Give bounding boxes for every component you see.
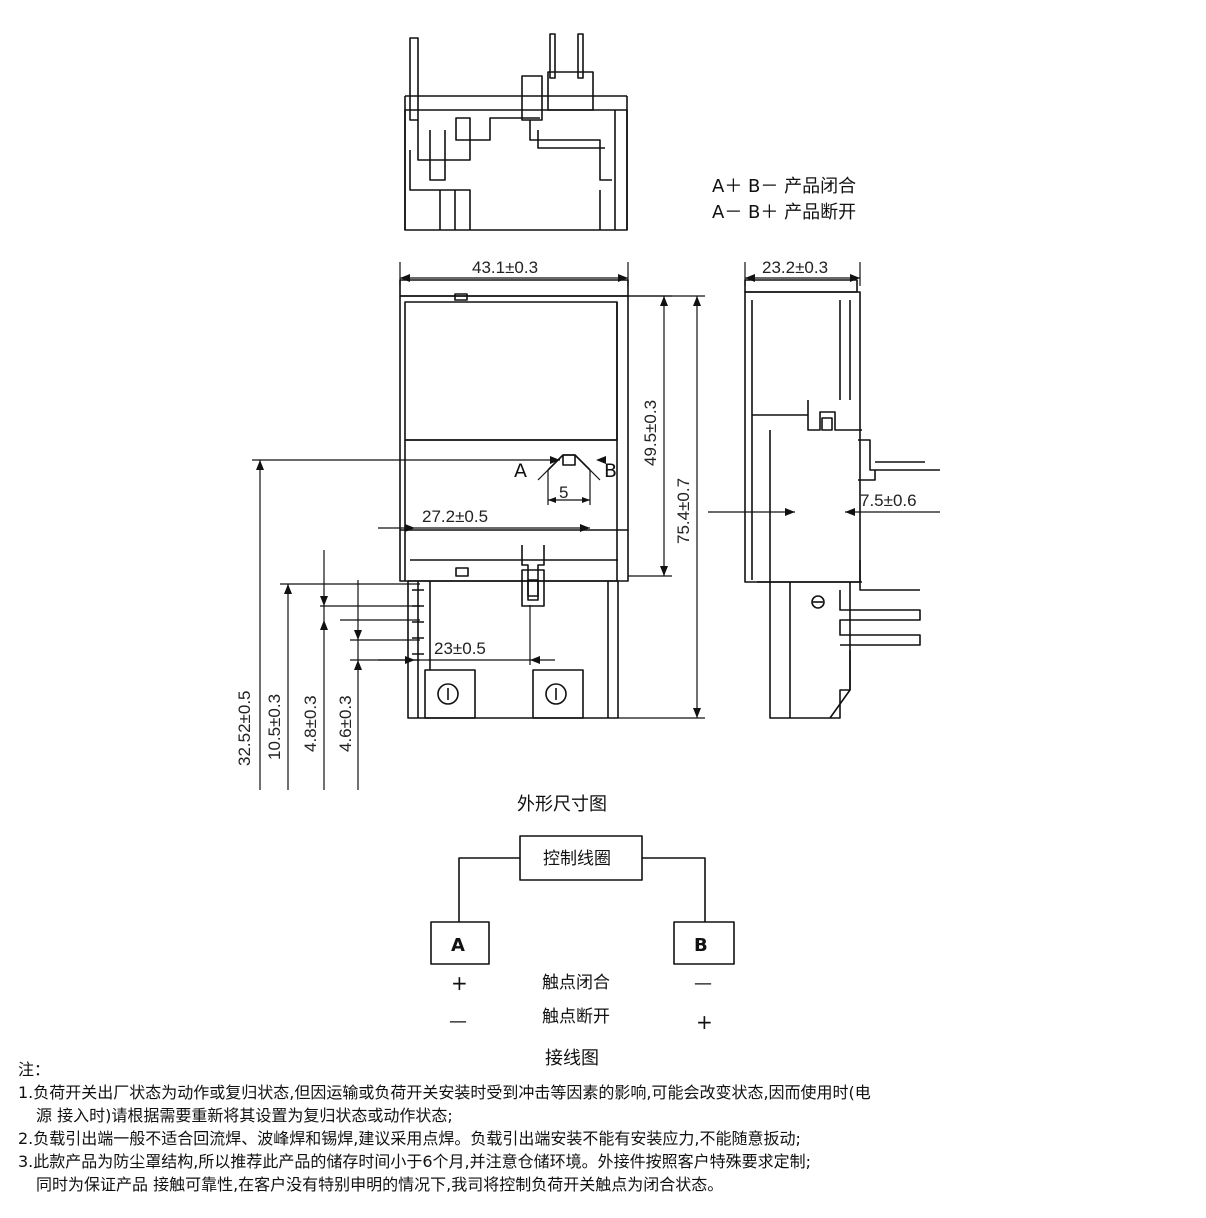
note-3-line-2: 同时为保证产品 接触可靠性,在客户没有特别申明的情况下,我司将控制负荷开关触点为…	[36, 1175, 724, 1194]
terminal-mark-b: B	[604, 460, 617, 482]
note-3-line-1: 3.此款产品为防尘罩结构,所以推荐此产品的储存时间小于6个月,并注意仓储环境。外…	[18, 1152, 812, 1171]
terminal-mark-a: A	[514, 460, 527, 482]
top-view	[404, 33, 628, 231]
dim-pin-offset-side: 7.5±0.6	[860, 491, 917, 510]
dim-height-body: 49.5±0.3	[641, 400, 660, 466]
dim-width-front: 43.1±0.3	[472, 258, 538, 277]
terminal-a-label: A	[451, 935, 465, 956]
a-closed-sign: +	[451, 971, 468, 995]
front-view	[399, 279, 629, 719]
coil-label: 控制线圈	[543, 849, 611, 869]
legend-line-2: A－ B＋ 产品断开	[712, 202, 856, 223]
open-label: 触点断开	[542, 1007, 610, 1027]
dim-width-side: 23.2±0.3	[762, 258, 828, 277]
wire-b	[642, 857, 706, 922]
terminal-a-box	[430, 921, 490, 965]
figure-caption: 外形尺寸图	[517, 794, 607, 815]
wiring-caption: 接线图	[545, 1048, 599, 1069]
notes-title: 注：	[18, 1060, 51, 1079]
b-open-sign: +	[696, 1010, 713, 1034]
side-view	[744, 279, 940, 719]
dimension-arrows	[256, 274, 860, 718]
dim-v3: 4.8±0.3	[301, 695, 320, 752]
dim-terminal-gap: 5	[559, 483, 568, 502]
closed-label: 触点闭合	[542, 973, 610, 993]
dim-height-total: 75.4±0.7	[674, 478, 693, 544]
dim-v2: 10.5±0.3	[265, 694, 284, 760]
wire-a	[458, 857, 520, 922]
dim-v1: 32.52±0.5	[235, 690, 254, 766]
a-open-sign: —	[449, 1011, 467, 1032]
terminal-b-box	[673, 921, 735, 965]
wiring-diagram	[430, 835, 735, 965]
b-closed-sign: —	[694, 973, 712, 994]
note-2: 2.负载引出端一般不适合回流焊、波峰焊和锡焊,建议采用点焊。负载引出端安装不能有…	[18, 1129, 801, 1148]
terminal-b-label: B	[694, 935, 708, 956]
note-1-line-2: 源 接入时)请根据需要重新将其设置为复归状态或动作状态;	[36, 1106, 453, 1125]
dimension-lines	[252, 262, 940, 790]
dim-v4: 4.6±0.3	[336, 695, 355, 752]
dim-terminal-pos: 27.2±0.5	[422, 507, 488, 526]
dim-pin-spacing: 23±0.5	[434, 639, 486, 658]
note-1-line-1: 1.负荷开关出厂状态为动作或复归状态,但因运输或负荷开关安装时受到冲击等因素的影…	[18, 1083, 871, 1102]
notes-section: 注： 1.负荷开关出厂状态为动作或复归状态,但因运输或负荷开关安装时受到冲击等因…	[18, 1058, 1198, 1196]
legend-line-1: A＋ B－ 产品闭合	[712, 176, 856, 197]
